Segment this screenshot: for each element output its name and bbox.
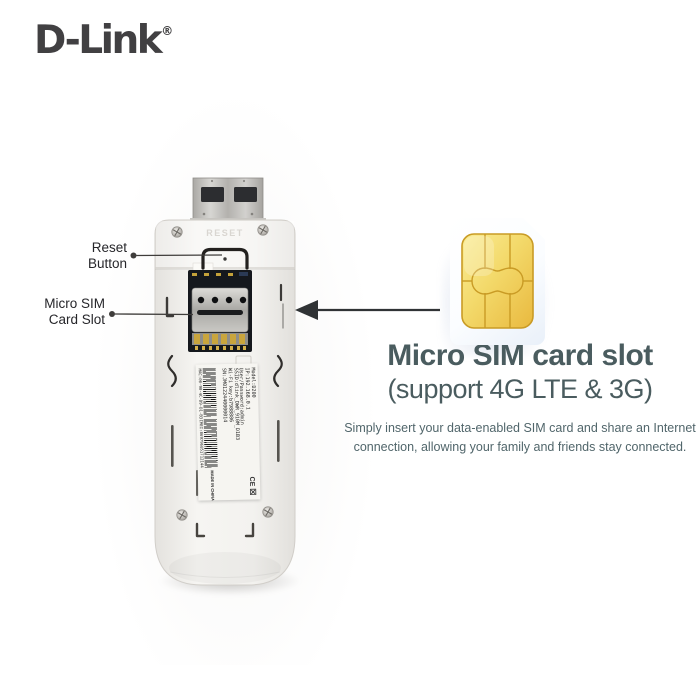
reset-embossed-text: RESET (206, 228, 244, 238)
sim-card-illustration (450, 218, 545, 345)
certification-marks: CE☒ (247, 469, 258, 496)
screw-bottom-right (262, 506, 274, 518)
usb-slot-right (234, 187, 257, 202)
device-spec-label: Model:D200 IP:192.168.0.1 User/Password:… (195, 363, 261, 501)
imei-barcode-caption: IMEI:869796051712144 (198, 419, 205, 468)
reset-button-callout: Reset Button (88, 240, 127, 272)
screws (171, 224, 274, 521)
dlink-logo-text: D-Link (34, 18, 163, 63)
mac-barcode: MAC:00-90-4C-D9-D1-B3 (197, 368, 218, 420)
sim-callout-line1: Micro SIM (44, 296, 105, 311)
sim-slot-callout: Micro SIM Card Slot (44, 296, 105, 328)
usb-slot-left (201, 187, 224, 202)
feature-subtitle: (support 4G LTE & 3G) (387, 374, 653, 404)
feature-info-block: Micro SIM card slot (support 4G LTE & 3G… (334, 339, 700, 457)
imei-barcode-bars (204, 419, 219, 468)
feature-description: Simply insert your data-enabled SIM card… (344, 421, 696, 454)
screw-top-right (257, 224, 269, 236)
ce-mark-icon: CE (247, 476, 256, 487)
weee-bin-icon: ☒ (248, 488, 258, 496)
label-barcodes: MAC:00-90-4C-D9-D1-B3 IMEI:8697960517121… (197, 368, 219, 501)
mac-barcode-caption: MAC:00-90-4C-D9-D1-B3 (197, 368, 204, 420)
made-in-text: MADE IN CHINA (210, 470, 216, 501)
screw-bottom-left (176, 509, 188, 521)
reset-pinhole (223, 257, 227, 261)
spec-label-content: Model:D200 IP:192.168.0.1 User/Password:… (196, 363, 261, 500)
registered-trademark-icon: ® (161, 24, 174, 38)
screw-top-left (171, 226, 183, 238)
usb-connector (190, 177, 266, 223)
sim-callout-line2: Card Slot (48, 311, 105, 327)
reset-callout-line1: Reset (91, 240, 127, 255)
reset-callout-line2: Button (87, 255, 127, 271)
dlink-logo: D-Link® (34, 18, 173, 63)
imei-barcode: IMEI:869796051712144 (198, 419, 219, 468)
sim-chip-contacts (462, 234, 533, 328)
mac-barcode-bars (203, 368, 218, 417)
sim-chip (461, 233, 534, 329)
micro-sim-slot (188, 270, 252, 352)
